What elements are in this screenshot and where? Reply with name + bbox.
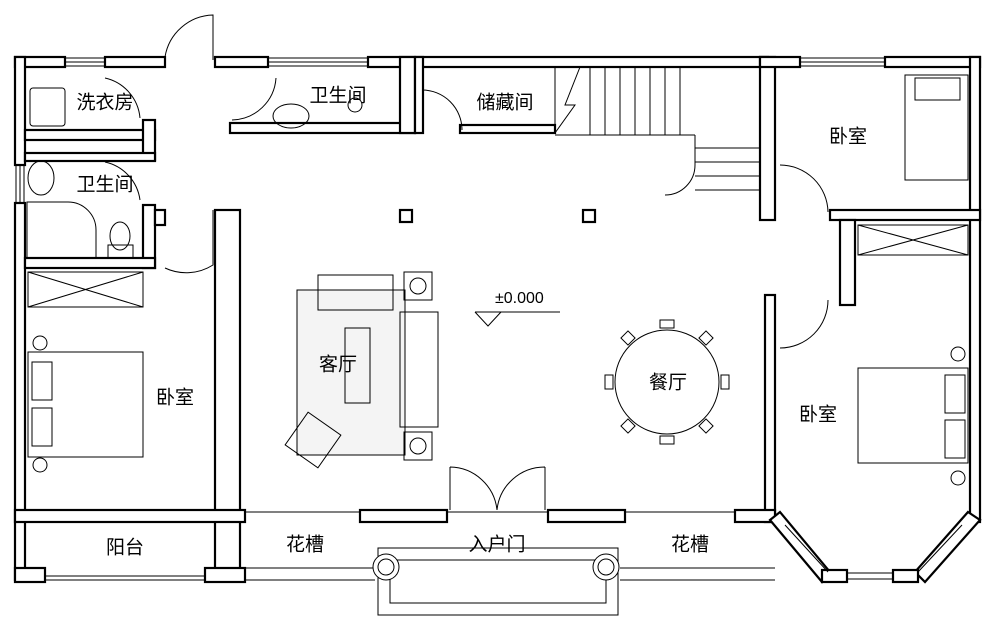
sink-icon xyxy=(272,103,310,129)
label-planter-left: 花槽 xyxy=(286,534,324,556)
walls xyxy=(13,55,982,584)
label-bedroom-left: 卧室 xyxy=(156,387,194,409)
label-living-room: 客厅 xyxy=(319,354,357,376)
staircase xyxy=(554,66,760,196)
sofa-right xyxy=(399,311,439,428)
toilet-icon xyxy=(109,221,131,251)
label-bedroom-top-right: 卧室 xyxy=(829,126,867,148)
elevation-marker: ±0.000 xyxy=(474,290,560,327)
fixtures xyxy=(26,74,969,616)
bed-left xyxy=(27,351,144,458)
washing-machine-icon xyxy=(29,87,66,127)
room-labels: 洗衣房 卫生间 卫生间 储藏间 卧室 卧室 卧室 客厅 餐厅 阳台 花槽 花槽 … xyxy=(76,85,867,559)
label-bathroom-top: 卫生间 xyxy=(309,85,366,107)
column-left xyxy=(372,553,400,581)
bay-window xyxy=(768,510,982,584)
shower-icon xyxy=(26,201,97,258)
porch xyxy=(377,547,619,616)
doors xyxy=(104,14,829,511)
label-entrance: 入户门 xyxy=(468,534,525,556)
dining-table xyxy=(614,329,720,435)
column-right xyxy=(592,553,620,581)
label-dining-room: 餐厅 xyxy=(649,372,687,394)
label-balcony: 阳台 xyxy=(106,537,144,559)
label-laundry: 洗衣房 xyxy=(76,92,133,114)
elevation-text: ±0.000 xyxy=(495,290,544,307)
label-bedroom-right: 卧室 xyxy=(799,404,837,426)
label-planter-right: 花槽 xyxy=(671,534,709,556)
label-bathroom-left: 卫生间 xyxy=(76,174,133,196)
label-storage: 储藏间 xyxy=(476,92,533,114)
rug xyxy=(296,289,406,456)
bed-right xyxy=(857,367,969,464)
bed-top-right xyxy=(904,74,969,181)
sofa-top xyxy=(317,274,394,311)
dining-chairs xyxy=(604,319,730,445)
coffee-table xyxy=(344,327,371,404)
